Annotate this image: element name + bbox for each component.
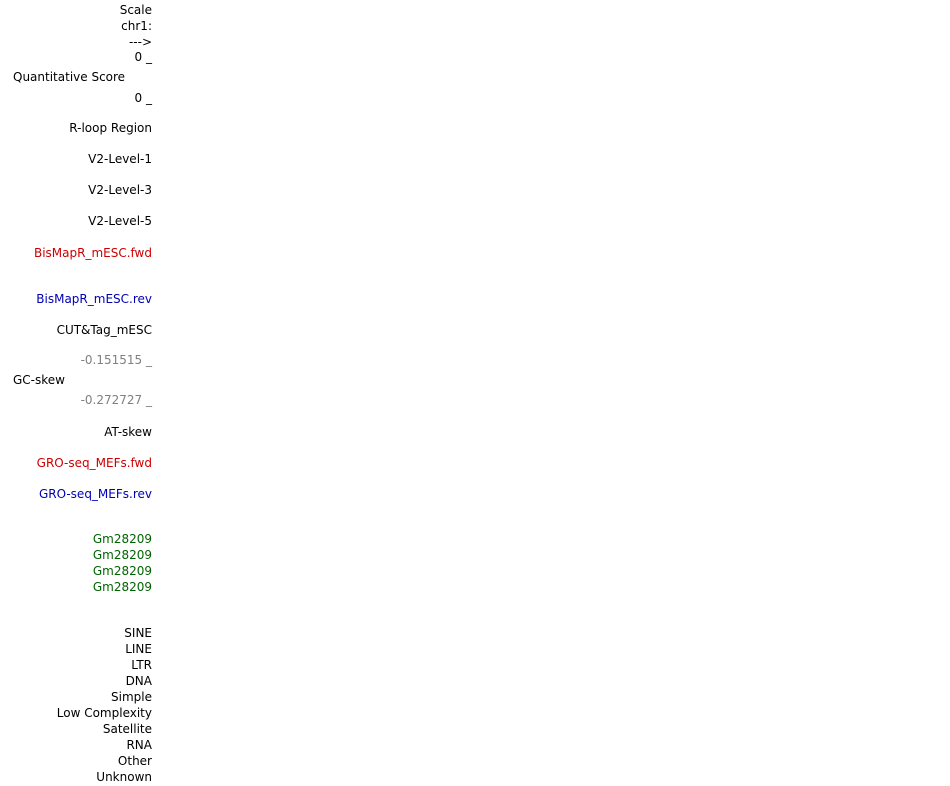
cuttag-track-label[interactable]: CUT&Tag_mESC [56, 323, 152, 337]
gene-label[interactable]: Gm28209 [92, 580, 152, 594]
gene-label[interactable]: Gm28209 [92, 532, 152, 546]
chromosome-label: chr1: [121, 19, 152, 33]
groseq-rev-track-label[interactable]: GRO-seq_MEFs.rev [38, 487, 152, 501]
at-skew-track-label[interactable]: AT-skew [104, 425, 152, 439]
repeat-class-line: LINE [125, 642, 152, 656]
quant-score-lower-limit: 0 _ [134, 91, 152, 105]
gc-skew-upper-limit: -0.151515 _ [80, 353, 152, 367]
scale-label: Scale [119, 3, 152, 17]
groseq-fwd-track-label[interactable]: GRO-seq_MEFs.fwd [36, 456, 152, 470]
v2-level-5-track-label[interactable]: V2-Level-5 [88, 214, 152, 228]
v2-level-1-track-label[interactable]: V2-Level-1 [88, 152, 152, 166]
track-display-area[interactable] [160, 0, 950, 786]
track-label-panel: Scale chr1: ---> 0 _ Quantitative Score … [0, 0, 160, 786]
repeat-class-satellite: Satellite [102, 722, 152, 736]
v2-level-3-track-label[interactable]: V2-Level-3 [88, 183, 152, 197]
repeat-class-simple: Simple [111, 690, 152, 704]
bismap-fwd-track-label[interactable]: BisMapR_mESC.fwd [33, 246, 152, 260]
repeat-class-low-complexity: Low Complexity [56, 706, 152, 720]
repeat-class-sine: SINE [124, 626, 152, 640]
gene-label[interactable]: Gm28209 [92, 548, 152, 562]
repeat-class-dna: DNA [125, 674, 152, 688]
strand-arrow-label: ---> [128, 35, 152, 49]
bismap-rev-track-label[interactable]: BisMapR_mESC.rev [36, 292, 152, 306]
quant-score-upper-limit: 0 _ [134, 50, 152, 64]
repeat-class-rna: RNA [126, 738, 152, 752]
rloop-region-track-label[interactable]: R-loop Region [69, 121, 152, 135]
gc-skew-track-label[interactable]: GC-skew [13, 373, 65, 387]
gc-skew-lower-limit: -0.272727 _ [80, 393, 152, 407]
quant-score-track-label[interactable]: Quantitative Score [13, 70, 126, 84]
repeat-class-ltr: LTR [131, 658, 152, 672]
repeat-class-unknown: Unknown [96, 770, 152, 784]
repeat-class-other: Other [117, 754, 152, 768]
gene-label[interactable]: Gm28209 [92, 564, 152, 578]
